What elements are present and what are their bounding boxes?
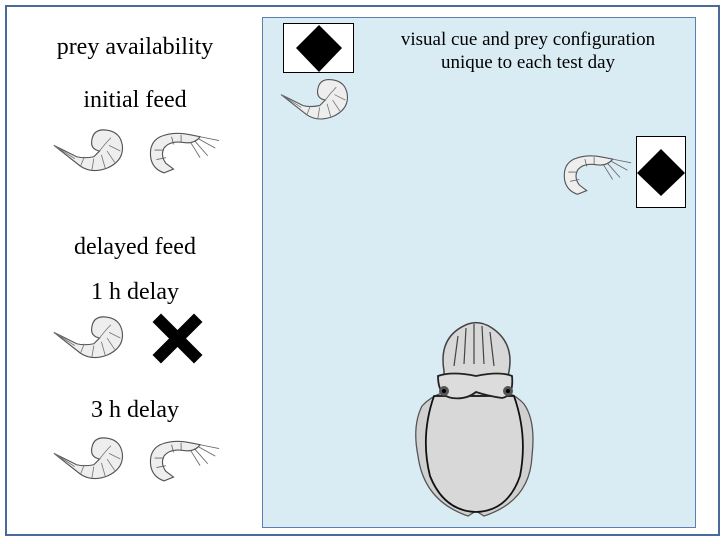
3h-delay-label: 3 h delay (91, 397, 179, 423)
peeled-shrimp-icon (52, 436, 128, 484)
cuttlefish-icon (415, 321, 534, 517)
visual-cue-diamond (283, 23, 354, 73)
initial-feed-label: initial feed (83, 87, 187, 113)
figure-frame (5, 5, 720, 536)
whole-shrimp-icon (559, 148, 633, 198)
whole-shrimp-icon (145, 126, 221, 176)
whole-shrimp-icon (145, 434, 221, 484)
delayed-feed-label: delayed feed (74, 234, 196, 260)
test-arena: visual cue and prey configuration unique… (262, 17, 696, 528)
peeled-shrimp-icon (52, 315, 128, 363)
caption-line-1: visual cue and prey configuration (400, 29, 656, 50)
visual-cue-diamond (636, 136, 686, 208)
prey-availability-heading: prey availability (56, 34, 214, 60)
1h-delay-label: 1 h delay (91, 279, 179, 305)
cross-icon (152, 313, 203, 364)
peeled-shrimp-icon (279, 78, 353, 124)
caption-line-2: unique to each test day (440, 52, 616, 73)
peeled-shrimp-icon (52, 128, 128, 176)
arena-caption: visual cue and prey configuration unique… (363, 28, 693, 74)
